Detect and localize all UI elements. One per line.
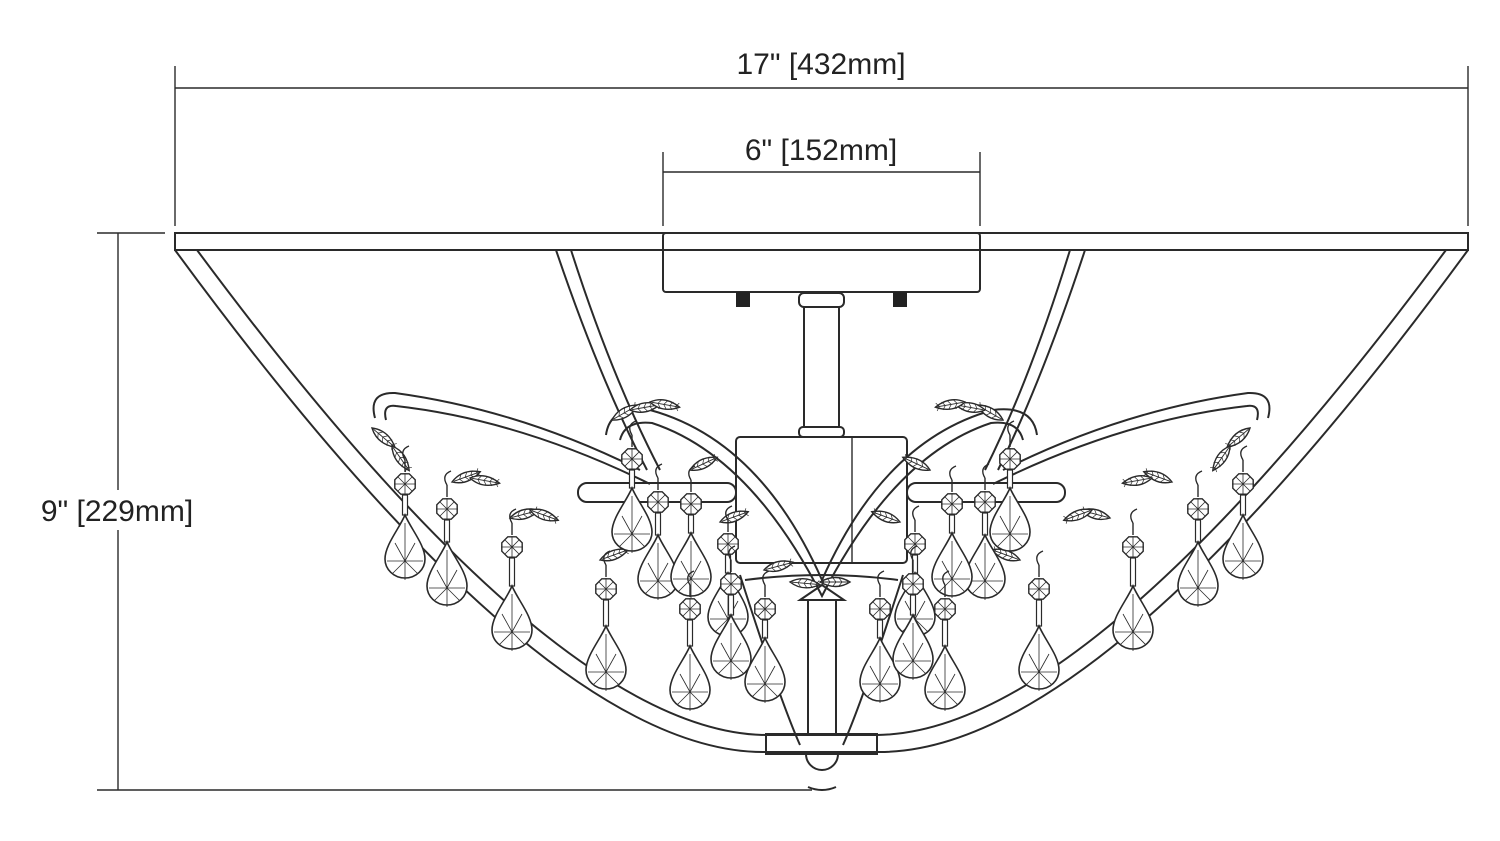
overall-width-dimension: 17" [432mm] bbox=[174, 48, 1469, 226]
crystal-strand bbox=[426, 470, 468, 607]
leaf-ornament bbox=[1210, 444, 1231, 473]
leaf-ornament bbox=[788, 578, 822, 589]
leaf-ornament bbox=[1121, 475, 1154, 488]
leaf-ornament bbox=[648, 399, 681, 412]
leaf-ornaments bbox=[371, 399, 1251, 589]
leaf-ornament bbox=[450, 468, 482, 484]
crystal-strand bbox=[707, 505, 749, 638]
leaf-ornament bbox=[901, 454, 932, 471]
crystal-strand bbox=[1222, 445, 1264, 580]
crystal-strand bbox=[924, 570, 966, 711]
fixture-frame bbox=[174, 232, 1469, 791]
leaf-ornament bbox=[391, 444, 412, 473]
crystal-strands bbox=[384, 420, 1264, 711]
leaf-ornament bbox=[818, 576, 852, 588]
crystal-strand bbox=[1018, 550, 1060, 691]
crystal-strand bbox=[1112, 508, 1154, 651]
overall-width-label: 17" [432mm] bbox=[736, 48, 905, 81]
crystal-strand bbox=[964, 463, 1006, 600]
crystal-strand bbox=[710, 545, 752, 680]
leaf-ornament bbox=[1062, 508, 1094, 524]
leaf-ornament bbox=[934, 399, 967, 412]
leaf-ornament bbox=[1225, 427, 1251, 450]
crystal-strand bbox=[491, 508, 533, 651]
canopy-width-dimension: 6" [152mm] bbox=[662, 134, 981, 226]
canopy bbox=[662, 232, 981, 307]
crystal-strand bbox=[585, 550, 627, 691]
leaf-ornament bbox=[975, 401, 1005, 421]
crystal-strand bbox=[670, 465, 712, 598]
crystal-strand bbox=[611, 420, 653, 553]
overall-height-label: 9" [229mm] bbox=[41, 495, 193, 528]
crystal-strand bbox=[744, 570, 786, 703]
leaf-ornament bbox=[718, 508, 750, 524]
leaf-ornament bbox=[468, 475, 501, 488]
frame-struts bbox=[555, 249, 1086, 471]
mounting-screw-right bbox=[893, 292, 907, 307]
crystal-strand bbox=[859, 570, 901, 703]
crystal-strand bbox=[1177, 470, 1219, 607]
crystal-strand bbox=[384, 445, 426, 580]
leaf-ornament bbox=[528, 508, 560, 524]
crystal-strand bbox=[669, 570, 711, 711]
crystal-strand bbox=[931, 465, 973, 598]
leaf-ornament bbox=[688, 454, 719, 471]
center-stem bbox=[577, 292, 1066, 735]
leaf-ornament bbox=[870, 508, 902, 524]
overall-height-dimension: 9" [229mm] bbox=[22, 232, 812, 791]
leaf-ornament bbox=[762, 558, 795, 573]
canopy-width-label: 6" [152mm] bbox=[745, 134, 897, 167]
mounting-screw-left bbox=[736, 292, 750, 307]
crystal-strand bbox=[989, 420, 1031, 553]
crystal-strand bbox=[892, 545, 934, 680]
